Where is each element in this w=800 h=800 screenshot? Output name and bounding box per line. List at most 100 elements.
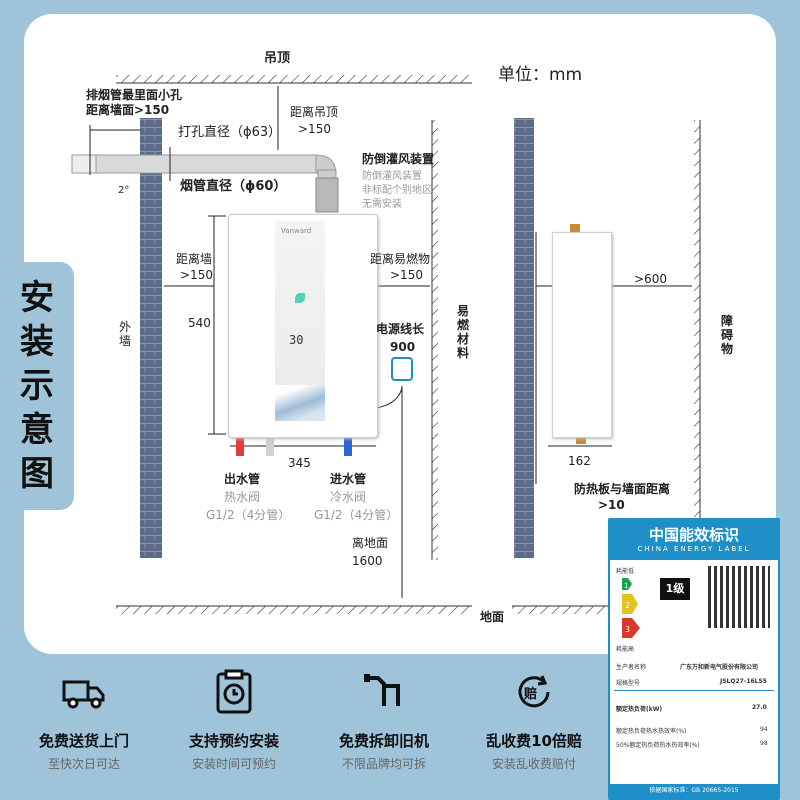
feature-title: 支持预约安装 — [188, 732, 279, 750]
grade-bars: 1 2 3 — [622, 578, 640, 638]
floor-line-right — [512, 606, 698, 614]
outer-wall — [140, 118, 162, 558]
eff2-label: 50%额定热负荷热水热效率(%) — [616, 742, 700, 749]
feature-delivery: 免费送货上门 至快次日可达 — [14, 668, 154, 772]
ceiling-dist-value: >150 — [298, 122, 331, 136]
power-cord-value: 900 — [390, 340, 416, 354]
outer-wall-label: 外墙 — [118, 320, 131, 348]
low-consumption-label: 耗能低 — [616, 568, 635, 575]
water-heater-side — [552, 232, 612, 438]
board-dist-label: 防热板与墙面距离 — [574, 482, 671, 496]
service-features: 免费送货上门 至快次日可达 支持预约安装 安装时间可预约 免费拆卸旧机 不限品牌… — [0, 662, 610, 800]
svg-text:1: 1 — [624, 582, 628, 590]
high-consumption-label: 耗能高 — [616, 646, 635, 653]
wave-decoration — [275, 385, 325, 421]
ground-label: 离地面 — [352, 536, 389, 550]
feature-appointment: 支持预约安装 安装时间可预约 — [164, 668, 304, 772]
outlet-label: 出水管 — [224, 472, 261, 486]
clock-icon — [216, 669, 252, 714]
qr-code — [708, 566, 770, 628]
energy-label-title: 中国能效标识 — [648, 526, 739, 544]
feature-removal: 免费拆卸旧机 不限品牌均可拆 — [314, 668, 454, 772]
flam-dist-label: 距离易燃物 — [370, 252, 431, 266]
energy-label-subtitle: CHINA ENERGY LABEL — [637, 545, 751, 553]
producer-label: 生产者名称 — [616, 664, 647, 671]
flammable-label: 易燃材料 — [456, 304, 469, 360]
pipe-icon — [364, 674, 400, 706]
flammable-wall — [432, 120, 438, 560]
feature-subtitle: 不限品牌均可拆 — [341, 757, 426, 771]
eff2-value: 98 — [760, 740, 768, 747]
floor-label: 地面 — [480, 610, 505, 624]
load-label: 额定热负荷(kW) — [616, 706, 663, 713]
ceiling-line — [116, 75, 472, 83]
obstacle-wall — [694, 120, 700, 560]
standard-footer: 依据国家标准：GB 20665-2015 — [610, 784, 778, 798]
hot-pipe — [236, 436, 244, 456]
temperature-display: 30 — [289, 333, 304, 347]
ceiling-dist-label: 距离吊顶 — [290, 105, 339, 119]
cold-pipe — [344, 436, 352, 456]
feature-subtitle: 安装时间可预约 — [191, 757, 276, 771]
obstacle-dist: >600 — [634, 272, 667, 286]
svg-text:3: 3 — [625, 625, 630, 634]
power-socket — [391, 357, 413, 381]
width-label: 345 — [288, 456, 311, 470]
depth-label: 162 — [568, 454, 591, 468]
ground-value: 1600 — [352, 554, 383, 568]
inlet-valve: 冷水阀 — [330, 490, 367, 504]
model-value: JSLQ27-16LS5 — [720, 678, 767, 685]
anti-wind-note-2: 非标配个别地区 — [362, 185, 432, 196]
drill-hole-label: 打孔直径（ϕ63） — [178, 125, 282, 140]
exhaust-hole-label: 排烟管最里面小孔 — [86, 88, 183, 102]
power-cord-label: 电源线长 — [376, 322, 425, 336]
floor-line — [116, 606, 472, 614]
outlet-valve: 热水阀 — [224, 490, 261, 504]
wall-dist-label: 距离墙 — [176, 252, 213, 266]
anti-wind-note-3: 无需安装 — [362, 199, 402, 210]
producer-value: 广东万和新电气股份有限公司 — [680, 664, 759, 671]
anti-wind-device — [315, 177, 339, 213]
truck-icon — [62, 680, 105, 709]
flue-pipe — [71, 154, 317, 174]
inlet-size: G1/2（4分管） — [314, 508, 399, 522]
anti-wind-label: 防倒灌风装置 — [362, 152, 435, 166]
exhaust-hole-dist: 距离墙面>150 — [86, 103, 170, 117]
feature-subtitle: 至快次日可达 — [47, 757, 120, 771]
ceiling-label: 吊顶 — [264, 51, 291, 66]
obstacle-label: 障碍物 — [720, 314, 733, 356]
feature-subtitle: 安装乱收费赔付 — [491, 757, 576, 771]
eff1-value: 94 — [760, 726, 768, 733]
feature-title: 免费送货上门 — [38, 732, 129, 750]
anti-wind-note-1: 防倒灌风装置 — [362, 171, 422, 182]
compensation-icon: 赔 — [518, 675, 550, 708]
feature-title: 免费拆卸旧机 — [338, 732, 429, 750]
grade-badge: 1级 — [660, 578, 690, 600]
side-tab — [0, 262, 74, 510]
flam-dist-value: >150 — [390, 268, 423, 282]
energy-label: 中国能效标识 CHINA ENERGY LABEL 耗能低 1 2 3 1级 耗… — [608, 518, 780, 800]
feature-title: 乱收费10倍赔 — [486, 732, 582, 750]
leaf-icon — [295, 293, 305, 303]
outlet-size: G1/2（4分管） — [206, 508, 291, 522]
label-divider — [614, 690, 774, 691]
side-title: 安装示意图 — [20, 278, 54, 494]
svg-text:2: 2 — [625, 601, 630, 610]
pipe-dia-label: 烟管直径（ϕ60） — [180, 179, 287, 194]
inlet-label: 进水管 — [330, 472, 367, 486]
model-label: 规格型号 — [616, 680, 641, 687]
feature-compensation: 赔 乱收费10倍赔 安装乱收费赔付 — [464, 668, 604, 772]
unit-label: 单位：mm — [498, 65, 583, 85]
water-heater-front: Vanward 30 — [228, 214, 378, 438]
load-value: 27.0 — [752, 704, 767, 711]
outer-wall-right — [514, 118, 534, 558]
eff1-label: 额定热负荷热水热效率(%) — [616, 728, 687, 735]
svg-text:赔: 赔 — [523, 686, 537, 702]
wall-dist-value: >150 — [180, 268, 213, 282]
angle-label: 2° — [118, 185, 130, 196]
energy-label-header: 中国能效标识 CHINA ENERGY LABEL — [610, 520, 778, 560]
brand-logo: Vanward — [281, 227, 312, 235]
height-label: 540 — [188, 316, 211, 330]
board-dist-value: >10 — [598, 498, 625, 512]
